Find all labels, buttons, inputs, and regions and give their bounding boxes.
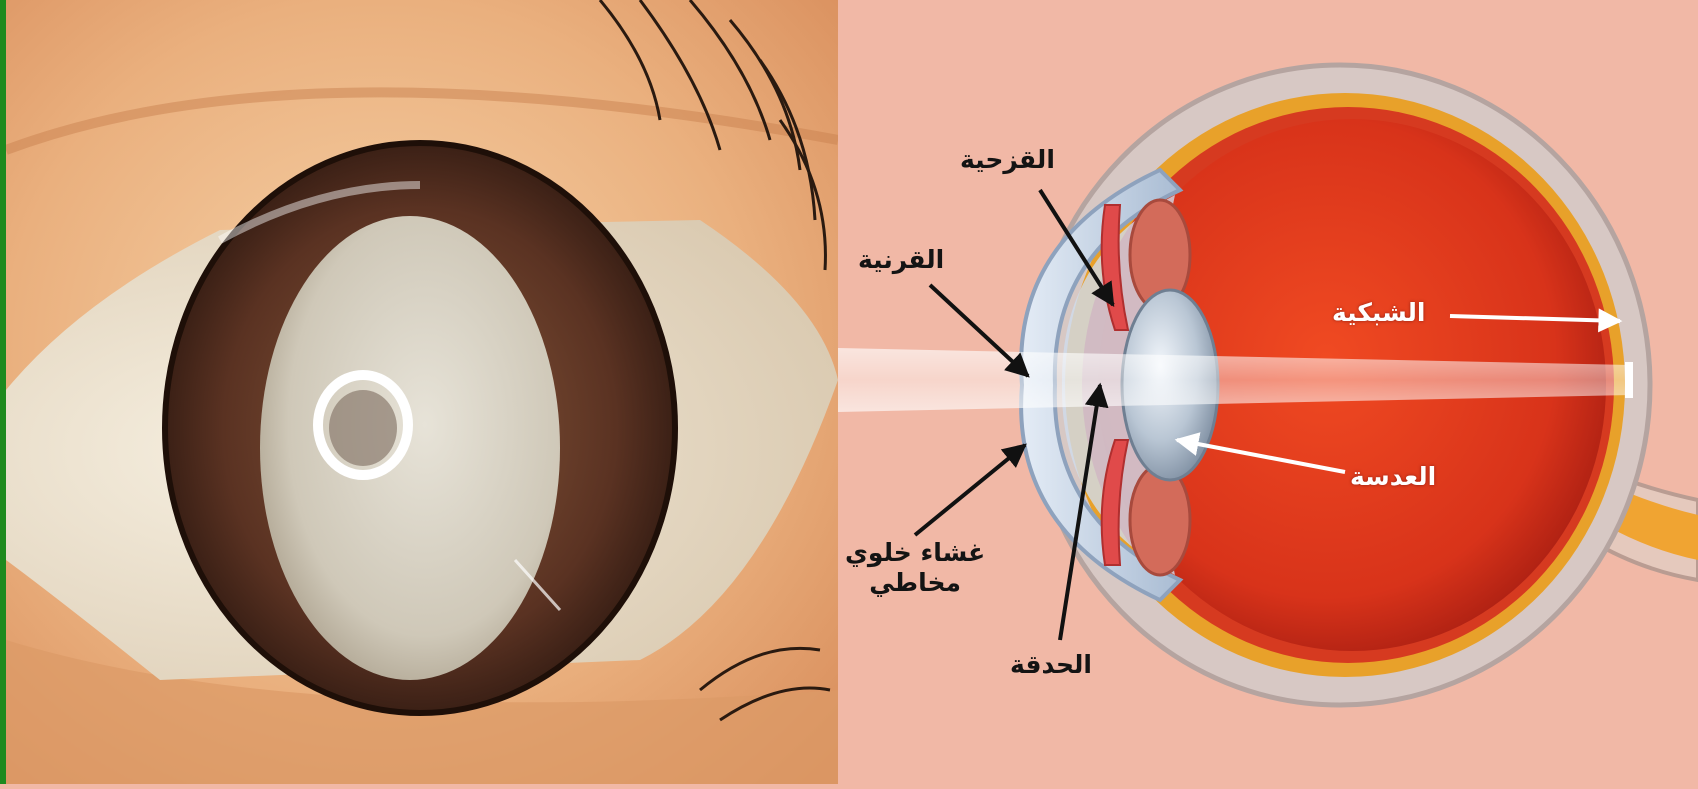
label-lens: العدسة (1350, 462, 1436, 492)
label-conjunctiva-line2: مخاطي (845, 568, 985, 598)
label-retina: الشبكية (1332, 298, 1426, 328)
label-iris: القزحية (960, 145, 1055, 175)
focal-point (1625, 362, 1633, 398)
left-border (0, 0, 6, 784)
label-cornea: القرنية (858, 245, 944, 275)
label-conjunctiva-line1: غشاء خلوي (845, 538, 985, 568)
label-conjunctiva: غشاء خلوي مخاطي (845, 538, 985, 598)
ciliary-body-bottom (1130, 465, 1190, 575)
eye-cross-section (838, 0, 1698, 784)
cloudy-lens (260, 216, 560, 680)
cataract-eye-photo (6, 0, 838, 784)
label-pupil: الحدقة (1010, 650, 1092, 680)
reflection-center (329, 390, 397, 466)
